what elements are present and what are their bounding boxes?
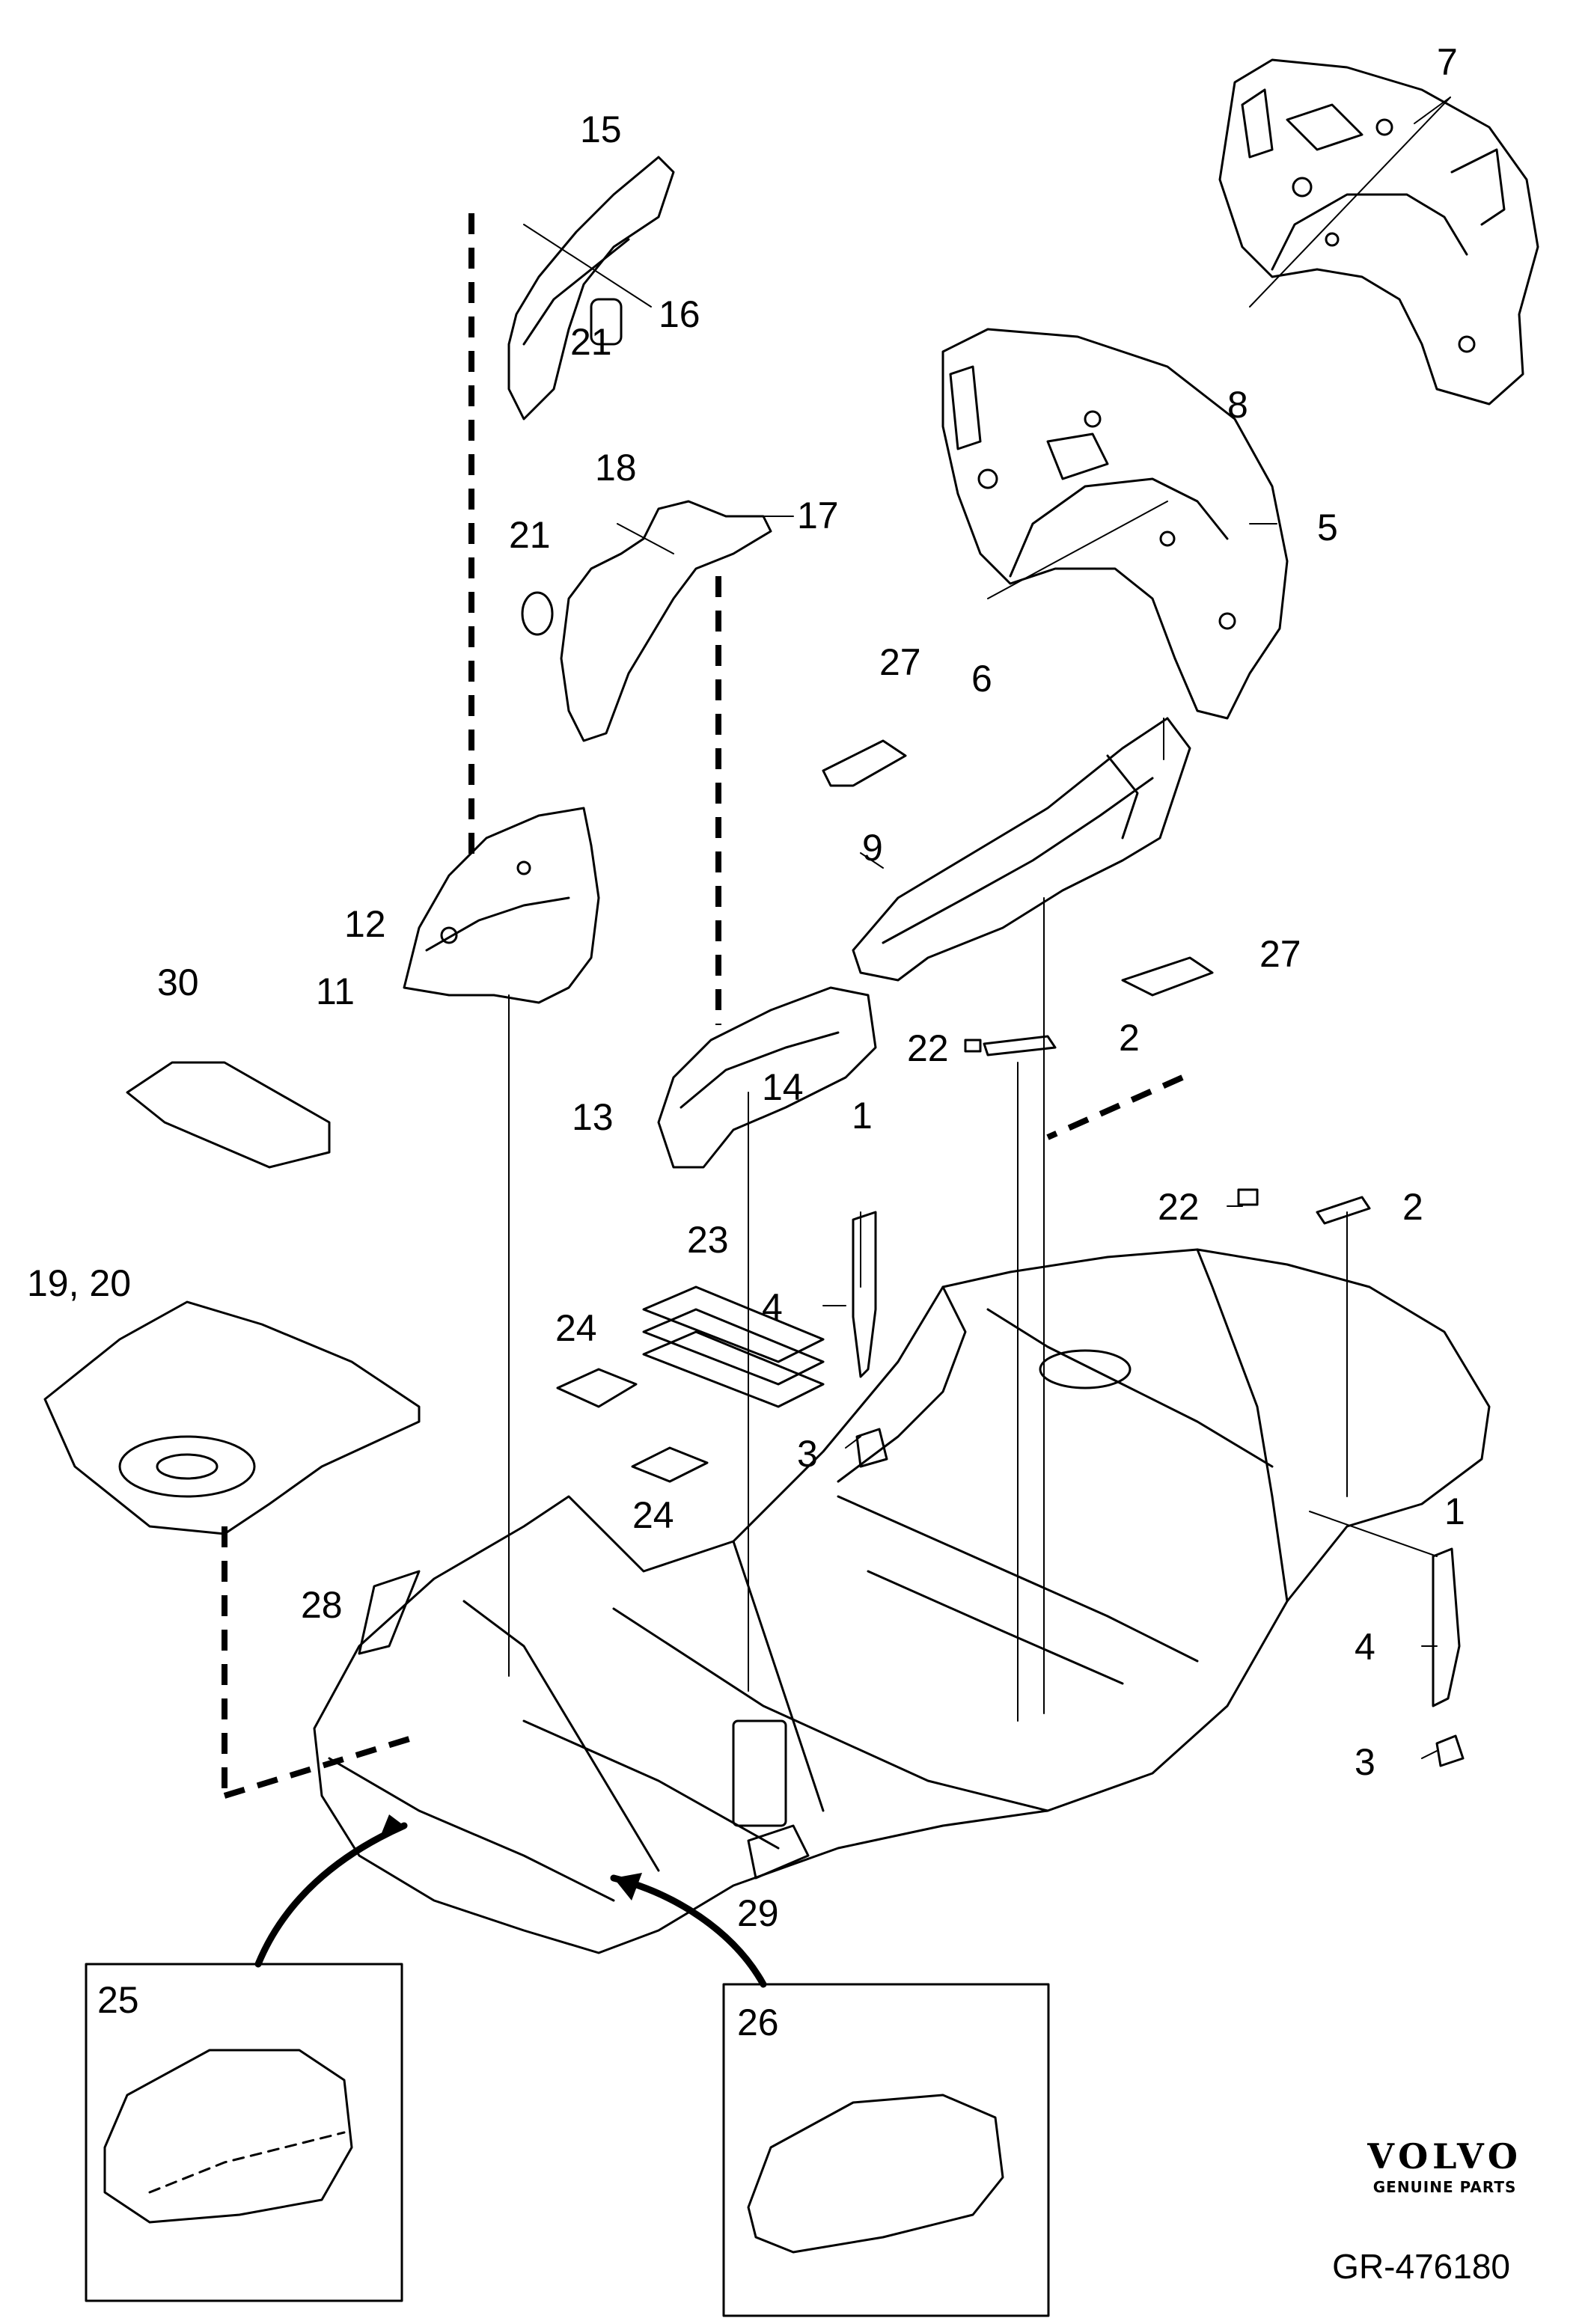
bracket-part-15	[507, 156, 675, 421]
callout-13: 13	[572, 1096, 614, 1138]
callout-9: 9	[862, 827, 883, 869]
callout-25: 25	[97, 1979, 139, 2021]
reference-number: GR-476180	[1332, 2247, 1510, 2286]
callout-3-right: 3	[1355, 1741, 1375, 1783]
callout-2-right: 2	[1402, 1186, 1423, 1228]
side-member-part-9	[852, 717, 1191, 982]
arrow-head-25	[378, 1814, 404, 1842]
pillar-trim-left	[852, 1211, 888, 1468]
callout-26: 26	[737, 2002, 779, 2043]
callout-21-lower: 21	[509, 514, 551, 556]
inset-box-25	[85, 1963, 403, 2302]
callout-24-lower: 24	[632, 1494, 674, 1536]
brand-name: VOLVO	[1367, 2136, 1522, 2177]
callout-15: 15	[580, 108, 622, 150]
callout-22-right: 22	[1158, 1186, 1200, 1228]
callout-27-right: 27	[1259, 933, 1301, 975]
small-parts	[358, 739, 1371, 1655]
callout-27-upper: 27	[879, 641, 921, 683]
pad-part-30	[126, 1061, 331, 1169]
callout-21-upper: 21	[570, 321, 612, 363]
callout-16: 16	[659, 293, 700, 335]
callout-1-upper: 1	[852, 1095, 873, 1137]
bracket-part-17	[521, 500, 772, 742]
wheelhouse-part-7	[1218, 58, 1539, 406]
callout-4-right: 4	[1355, 1626, 1375, 1668]
callout-28: 28	[301, 1584, 343, 1626]
callout-1-right: 1	[1444, 1490, 1465, 1532]
leader-lines	[508, 97, 1451, 1759]
dashed-assembly-lines	[222, 213, 1184, 1799]
wheelhouse-part-5	[941, 328, 1289, 720]
pillar-trim-right	[1432, 1547, 1465, 1767]
callout-5: 5	[1317, 507, 1338, 548]
pads-part-23-24	[556, 1285, 825, 1483]
callout-12: 12	[344, 903, 386, 945]
callout-19-20: 19, 20	[27, 1262, 132, 1304]
callout-3-left: 3	[797, 1433, 818, 1475]
callout-30: 30	[157, 961, 199, 1003]
callout-6: 6	[971, 658, 992, 700]
floor-mat-part-19-20	[43, 1300, 421, 1535]
callout-11: 11	[316, 970, 355, 1012]
callout-2-upper: 2	[1119, 1017, 1140, 1059]
body-in-white	[313, 1248, 1491, 1954]
callout-24-upper: 24	[555, 1307, 597, 1349]
panel-part-13-14	[657, 986, 877, 1169]
callout-23: 23	[687, 1219, 729, 1261]
callout-7: 7	[1437, 41, 1458, 83]
callout-18: 18	[595, 447, 637, 489]
brand-tagline: GENUINE PARTS	[1372, 2178, 1517, 2196]
panel-part-11-12	[403, 807, 600, 1004]
callout-8: 8	[1227, 384, 1248, 426]
arrow-head-26	[614, 1873, 642, 1901]
callout-14: 14	[762, 1066, 804, 1108]
callout-22-upper: 22	[907, 1027, 949, 1069]
brand-logo: VOLVO GENUINE PARTS	[1367, 2136, 1522, 2196]
callout-29: 29	[737, 1892, 779, 1934]
callout-4-left: 4	[762, 1286, 783, 1328]
callout-17: 17	[797, 495, 839, 536]
inset-box-26	[722, 1983, 1050, 2317]
